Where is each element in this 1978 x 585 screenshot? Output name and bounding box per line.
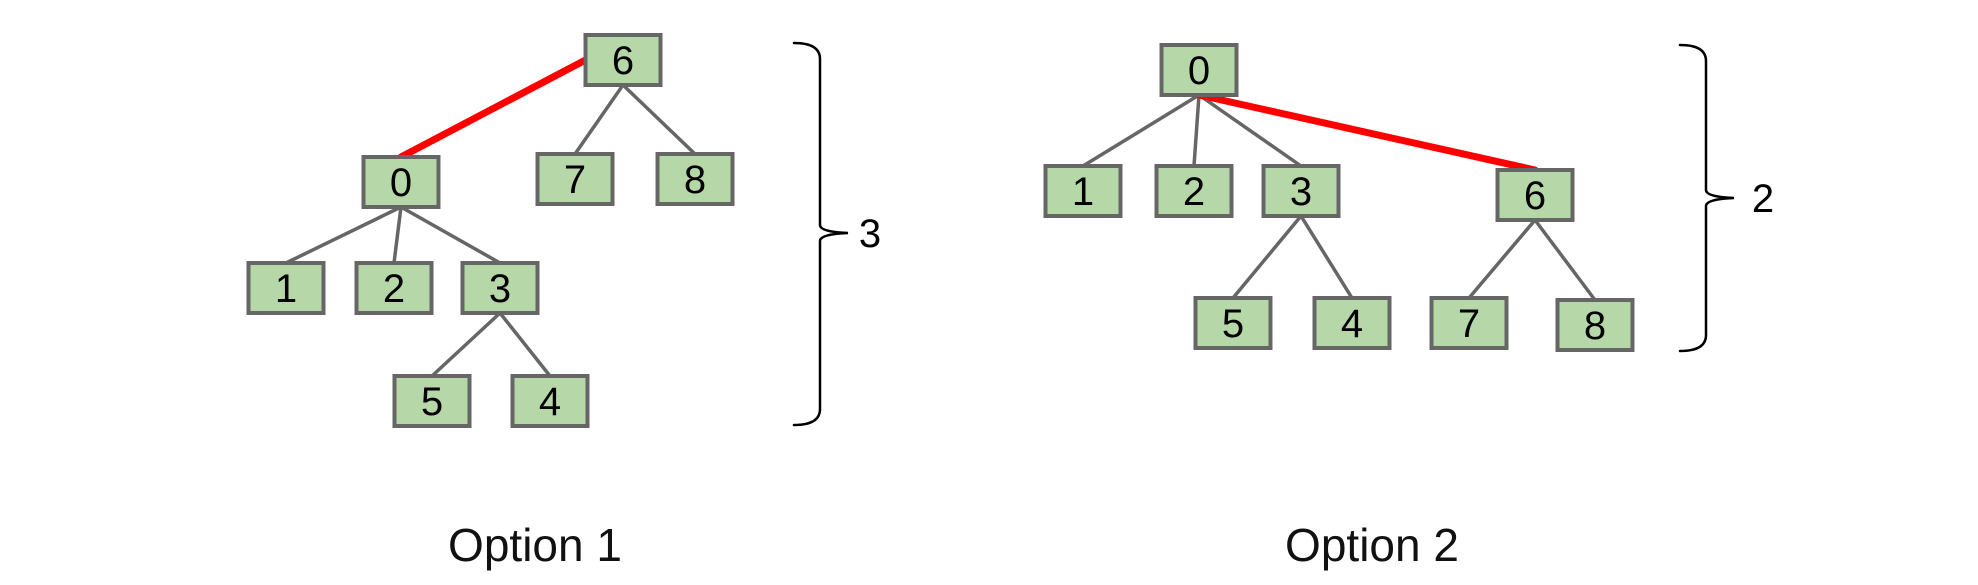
edge-option-1-3-5 [430,311,502,378]
node-box [361,155,441,209]
edge-option-2-0-2 [1192,93,1201,168]
edge-option-1-6-8 [621,83,697,156]
edge-option-2-0-3 [1197,93,1303,168]
node-label: 7 [1458,302,1480,346]
node-label: 4 [1341,302,1363,346]
node-box [1429,296,1509,350]
tree-node-option-1-3: 3 [460,261,540,315]
highlighted-edge-option-1-6-0 [397,56,589,161]
tree-option-1: 6 0 7 8 1 2 3 5 4 3 [246,33,881,428]
edge-option-1-0-2 [392,205,403,265]
node-label: 6 [1524,174,1546,218]
node-label: 2 [1183,170,1205,214]
node-box [1495,168,1575,222]
edge-option-2-6-8 [1533,218,1597,302]
node-label: 1 [275,267,297,311]
node-box [1154,164,1234,218]
node-label: 3 [489,267,511,311]
node-box [1159,43,1239,97]
tree-node-option-2-4: 4 [1312,296,1392,350]
node-label: 5 [1222,302,1244,346]
highlighted-edge-option-2-0-6 [1195,91,1539,174]
tree-node-option-2-0: 0 [1159,43,1239,97]
node-label: 3 [1290,170,1312,214]
tree-node-option-1-7: 7 [535,152,615,206]
tree-node-option-2-5: 5 [1193,296,1273,350]
node-box [535,152,615,206]
edge-option-1-6-7 [573,83,625,156]
node-label: 6 [612,39,634,83]
tree-node-option-2-1: 1 [1043,164,1123,218]
brace-label-option-2: 2 [1752,177,1774,221]
edge-option-2-6-7 [1467,218,1537,300]
node-box [1312,296,1392,350]
edge-option-2-3-4 [1299,214,1354,300]
caption-option-1: Option 1 [448,519,622,571]
node-label: 8 [684,158,706,202]
brace-option-1 [792,41,849,427]
node-box [1555,298,1635,352]
node-label: 0 [1188,49,1210,93]
node-box [583,33,663,87]
node-box [460,261,540,315]
tree-node-option-2-6: 6 [1495,168,1575,222]
tree-node-option-2-3: 3 [1261,164,1341,218]
tree-node-option-1-6: 6 [583,33,663,87]
node-label: 5 [421,380,443,424]
tree-node-option-1-1: 1 [246,261,326,315]
edge-option-2-3-5 [1231,214,1303,300]
brace-option-2 [1678,43,1735,353]
node-box [1193,296,1273,350]
tree-node-option-2-7: 7 [1429,296,1509,350]
node-label: 1 [1072,170,1094,214]
node-label: 8 [1584,304,1606,348]
tree-node-option-1-8: 8 [655,152,735,206]
node-label: 2 [383,267,405,311]
node-box [1261,164,1341,218]
tree-node-option-1-0: 0 [361,155,441,209]
edge-option-1-3-4 [498,311,552,378]
tree-option-2: 0 1 2 3 6 5 4 7 8 2 [1043,43,1774,353]
caption-option-2: Option 2 [1285,519,1459,571]
node-box [510,374,590,428]
node-box [392,374,472,428]
edge-option-1-0-1 [284,205,403,265]
tree-node-option-1-5: 5 [392,374,472,428]
tree-node-option-2-8: 8 [1555,298,1635,352]
tree-node-option-1-4: 4 [510,374,590,428]
node-box [246,261,326,315]
node-box [655,152,735,206]
brace-label-option-1: 3 [859,212,881,256]
node-box [1043,164,1123,218]
node-label: 4 [539,380,561,424]
edge-option-2-0-1 [1081,93,1201,168]
node-label: 0 [390,161,412,205]
node-box [354,261,434,315]
edge-option-1-0-3 [399,205,502,265]
tree-node-option-2-2: 2 [1154,164,1234,218]
node-label: 7 [564,158,586,202]
tree-node-option-1-2: 2 [354,261,434,315]
